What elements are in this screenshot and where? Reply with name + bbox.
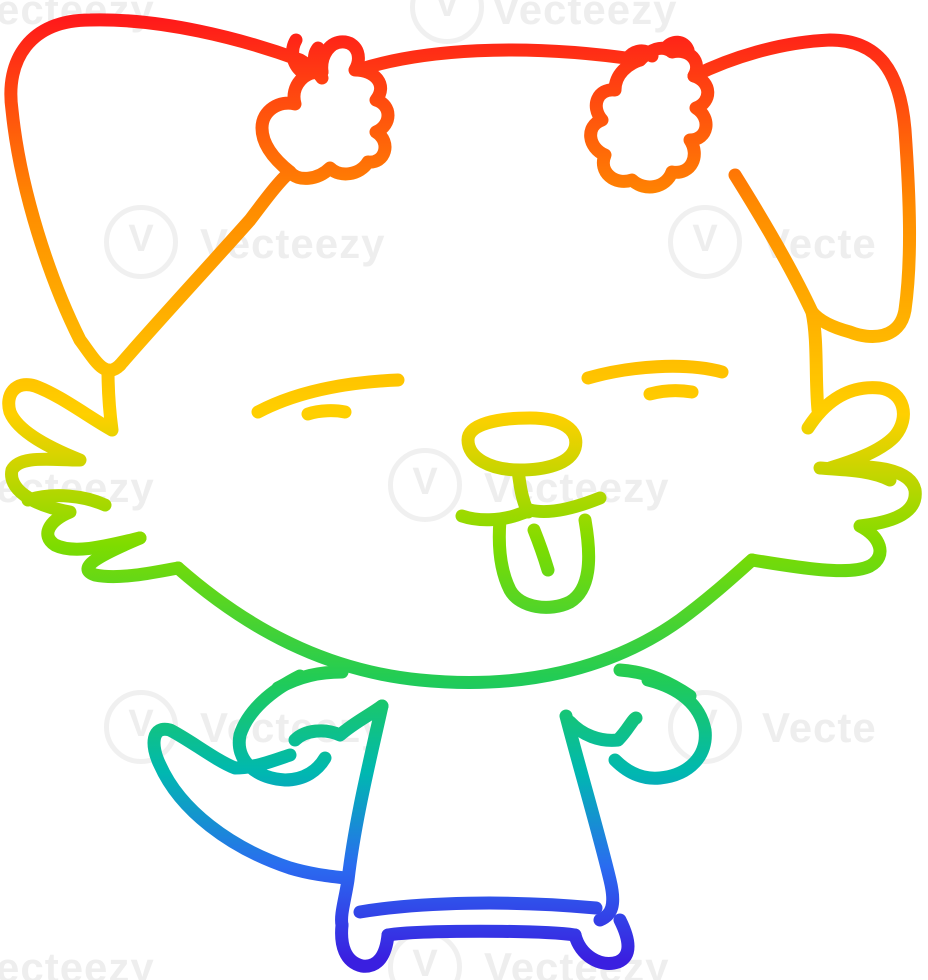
- left-cheek-tuft: [2, 363, 147, 556]
- head-top: [351, 43, 647, 77]
- left-hand: [288, 699, 389, 747]
- chin: [171, 553, 759, 689]
- torso-right: [559, 709, 620, 927]
- left-cheek-tuft-line: [21, 489, 112, 512]
- right-eye: [581, 359, 729, 385]
- left-paw-finger: [286, 33, 309, 79]
- right-ear: [687, 33, 917, 343]
- watermark-text: Vecteezy: [492, 0, 678, 33]
- watermark-logo-icon: [668, 205, 742, 279]
- left-ear-inner: [113, 165, 297, 372]
- right-cheek-tuft-line: [813, 461, 897, 487]
- right-ear-inner: [728, 168, 825, 417]
- left-eye-lower: [301, 404, 352, 421]
- tongue: [492, 513, 596, 614]
- left-paw-finger: [308, 41, 329, 79]
- watermark-logo-icon: [104, 205, 178, 279]
- tongue-line: [527, 523, 555, 577]
- left-leg: [335, 918, 395, 973]
- left-eye: [251, 373, 405, 419]
- right-arm: [608, 673, 712, 785]
- leg-gap: [381, 924, 582, 942]
- right-eye-lower: [643, 384, 699, 401]
- right-paw-finger: [621, 44, 659, 65]
- tail: [147, 722, 352, 885]
- left-jaw: [81, 531, 185, 584]
- watermark-text: Vecte: [762, 704, 877, 751]
- nose: [461, 411, 583, 477]
- right-paw-finger: [659, 35, 695, 57]
- right-hand: [563, 711, 643, 747]
- torso-left: [335, 699, 389, 932]
- right-leg: [568, 913, 635, 970]
- watermark-logo-icon: [388, 448, 462, 522]
- belly-line: [353, 896, 603, 919]
- right-cheek-tuft: [745, 381, 922, 578]
- watermark-text: ecteezy: [0, 944, 155, 980]
- right-paw: [584, 41, 715, 194]
- mouth: [455, 491, 607, 527]
